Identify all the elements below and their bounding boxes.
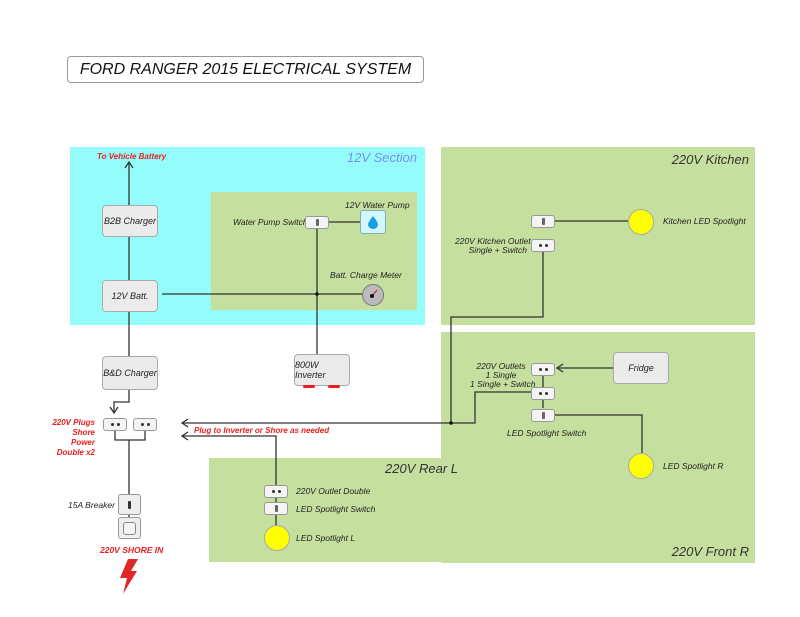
zone-title-12v: 12V Section <box>346 150 417 165</box>
shore-plugs-label-line: 220V Plugs <box>52 418 95 427</box>
rear-spotlight-switch-label: LED Spotlight Switch <box>296 504 376 514</box>
arrow-to-vehicle <box>124 160 134 169</box>
zone-title-rear-l: 220V Rear L <box>385 461 458 476</box>
charge-meter-label: Batt. Charge Meter <box>330 270 402 280</box>
inverter-800w[interactable]: 800W Inverter <box>294 354 350 386</box>
lightning-bolt-icon <box>120 559 138 594</box>
bd-charger[interactable]: B&D Charger <box>102 356 158 390</box>
kitchen-outlet[interactable] <box>531 239 555 252</box>
wire-front-switch-bulb <box>554 414 643 453</box>
kitchen-spotlight-label: Kitchen LED Spotlight <box>663 216 746 226</box>
arrow-fridge <box>555 363 564 373</box>
zone-kitchen: 220V Kitchen <box>441 147 755 325</box>
front-outlets-label-line: 220V Outlets <box>476 361 526 371</box>
front-outlet-switch[interactable] <box>531 387 555 400</box>
zone-front-r: 220V Front R <box>441 332 755 563</box>
zone-rear-l: 220V Rear L <box>209 458 464 562</box>
water-pump-switch[interactable] <box>305 216 329 229</box>
breaker-toggle-icon <box>128 500 131 509</box>
diagram-title: FORD RANGER 2015 ELECTRICAL SYSTEM <box>67 56 424 83</box>
kitchen-outlet-label-line: 220V Kitchen Outlet <box>455 236 531 246</box>
water-pump[interactable] <box>360 210 386 234</box>
shore-plugs-label: 220V Plugs Shore Power Double x2 <box>49 418 95 458</box>
shore-plug-2[interactable] <box>133 418 157 431</box>
rear-spotlight[interactable] <box>264 525 290 551</box>
front-outlets-label-line: 1 Single + Switch <box>470 379 536 389</box>
shore-plugs-label-line: Shore Power <box>70 428 95 447</box>
plug-note: Plug to Inverter or Shore as needed <box>194 426 330 435</box>
junction-dot <box>315 292 319 296</box>
front-outlet-single[interactable] <box>531 363 555 376</box>
front-spotlight-switch-label: LED Spotlight Switch <box>507 428 587 438</box>
rear-outlet[interactable] <box>264 485 288 498</box>
shore-inlet[interactable] <box>118 517 141 539</box>
breaker-15a[interactable] <box>118 494 141 515</box>
charge-meter[interactable] <box>362 284 384 306</box>
water-pump-label: 12V Water Pump <box>345 200 410 210</box>
wire-bd-plug <box>113 388 130 412</box>
arrow-lower <box>180 431 189 441</box>
arrow-bd-plug <box>109 406 119 415</box>
battery-12v[interactable]: 12V Batt. <box>102 280 158 312</box>
rear-spotlight-label: LED Spotlight L <box>296 533 356 543</box>
gauge-icon <box>370 289 378 298</box>
inlet-socket-icon <box>123 521 136 535</box>
shore-plug-1[interactable] <box>103 418 127 431</box>
kitchen-outlet-label: 220V Kitchen Outlet Single + Switch <box>455 236 531 255</box>
front-spotlight[interactable] <box>628 453 654 479</box>
inverter-outlet-indicator <box>328 385 340 388</box>
kitchen-switch[interactable] <box>531 215 555 228</box>
wire-plug-line-lower <box>183 435 277 485</box>
breaker-label: 15A Breaker <box>68 500 115 510</box>
front-spotlight-label: LED Spotlight R <box>663 461 724 471</box>
wire-kitchen-outlet-down <box>450 250 544 423</box>
rear-spotlight-switch[interactable] <box>264 502 288 515</box>
kitchen-spotlight[interactable] <box>628 209 654 235</box>
wire-front-join <box>451 391 532 424</box>
water-pump-switch-label: Water Pump Switch <box>233 217 308 227</box>
rear-outlet-label: 220V Outlet Double <box>296 486 371 496</box>
water-drop-icon <box>368 215 378 229</box>
inverter-outlet-indicator <box>303 385 315 388</box>
zone-title-kitchen: 220V Kitchen <box>671 152 749 167</box>
to-vehicle-battery-label: To Vehicle Battery <box>97 152 167 161</box>
junction-dot <box>449 421 453 425</box>
front-spotlight-switch[interactable] <box>531 409 555 422</box>
shore-plugs-label-line: Double x2 <box>56 448 95 457</box>
wire-plugs-join <box>114 430 146 441</box>
front-outlets-label: 220V Outlets 1 Single 1 Single + Switch <box>470 361 536 389</box>
shore-in-label: 220V SHORE IN <box>100 545 164 555</box>
kitchen-outlet-label-line: Single + Switch <box>468 245 527 255</box>
zone-title-front-r: 220V Front R <box>671 544 749 559</box>
front-outlets-label-line: 1 Single <box>485 370 517 380</box>
fridge[interactable]: Fridge <box>613 352 669 384</box>
b2b-charger[interactable]: B2B Charger <box>102 205 158 237</box>
arrow-upper <box>180 418 189 428</box>
